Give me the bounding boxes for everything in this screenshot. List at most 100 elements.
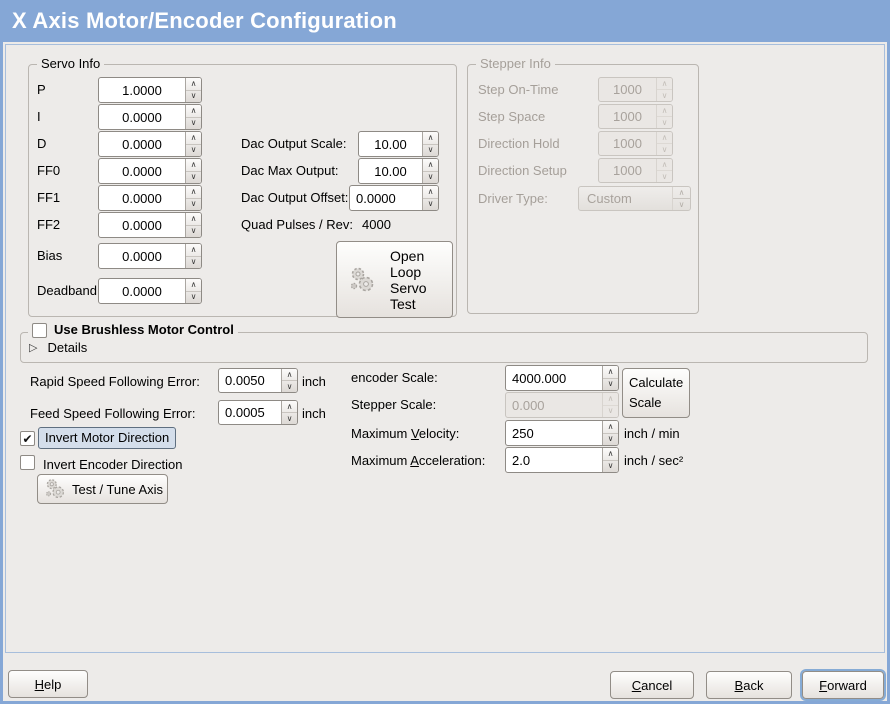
spin-arrows[interactable]: ∧∨	[602, 421, 618, 445]
spin-up-icon[interactable]: ∧	[186, 105, 201, 118]
d-spinbox[interactable]: 0.0000 ∧∨	[98, 131, 202, 157]
spin-up-icon[interactable]: ∧	[423, 186, 438, 199]
spin-down-icon[interactable]: ∨	[190, 292, 197, 302]
dac-output-scale-label: Dac Output Scale:	[241, 136, 347, 151]
invert-encoder-label[interactable]: Invert Encoder Direction	[43, 457, 183, 472]
label-text: Maximum	[351, 426, 411, 441]
ff2-spinbox[interactable]: 0.0000 ∧∨	[98, 212, 202, 238]
bias-spinbox[interactable]: 0.0000 ∧∨	[98, 243, 202, 269]
details-label: Details	[47, 340, 88, 355]
forward-button-label: Forward	[819, 678, 867, 693]
help-button[interactable]: Help	[8, 670, 88, 698]
spin-up-icon[interactable]: ∧	[282, 401, 297, 413]
dac-scale-spin-arrows[interactable]: ∧∨	[422, 132, 438, 156]
spin-down-icon[interactable]: ∨	[190, 145, 197, 155]
encoder-scale-spinbox[interactable]: 4000.000 ∧∨	[505, 365, 619, 391]
details-expander[interactable]: ▷ Details	[29, 340, 87, 355]
open-loop-servo-test-button[interactable]: Open Loop Servo Test	[336, 241, 453, 318]
ff1-spin-arrows[interactable]: ∧∨	[185, 186, 201, 210]
use-brushless-checkbox[interactable]	[32, 322, 47, 338]
maximum-velocity-spinbox[interactable]: 250 ∧∨	[505, 420, 619, 446]
ff2-spin-arrows[interactable]: ∧∨	[185, 213, 201, 237]
spin-arrows: ∧∨	[656, 78, 672, 101]
ff0-spin-arrows[interactable]: ∧∨	[185, 159, 201, 183]
back-button[interactable]: Back	[706, 671, 792, 699]
expander-arrow-icon[interactable]: ▷	[29, 342, 38, 354]
spin-up-icon[interactable]: ∧	[603, 421, 618, 434]
d-spin-arrows[interactable]: ∧∨	[185, 132, 201, 156]
ff0-spinbox[interactable]: 0.0000 ∧∨	[98, 158, 202, 184]
spin-down-icon[interactable]: ∨	[427, 199, 434, 209]
p-spinbox[interactable]: 1.0000 ∧∨	[98, 77, 202, 103]
spin-down-icon[interactable]: ∨	[607, 461, 614, 471]
stepper-scale-label: Stepper Scale:	[351, 397, 437, 412]
dac-output-offset-value: 0.0000	[356, 190, 396, 206]
encoder-scale-value: 4000.000	[512, 370, 567, 386]
dac-output-offset-spinbox[interactable]: 0.0000 ∧∨	[349, 185, 439, 211]
i-spinbox[interactable]: 0.0000 ∧∨	[98, 104, 202, 130]
spin-down-icon[interactable]: ∨	[286, 413, 293, 423]
spin-down-icon[interactable]: ∨	[427, 172, 434, 182]
step-on-time-value: 1000	[613, 82, 642, 97]
invert-motor-label[interactable]: Invert Motor Direction	[38, 427, 177, 449]
invert-motor-checkbox[interactable]: ✔	[20, 431, 35, 446]
direction-hold-value: 1000	[613, 136, 642, 151]
spin-down-icon[interactable]: ∨	[190, 257, 197, 267]
spin-down-icon: ∨	[661, 171, 668, 181]
dac-max-output-spinbox[interactable]: 10.00 ∧∨	[358, 158, 439, 184]
calculate-scale-button[interactable]: Calculate Scale	[622, 368, 690, 418]
spin-down-icon[interactable]: ∨	[190, 172, 197, 182]
spin-down-icon[interactable]: ∨	[607, 434, 614, 444]
servo-info-legend: Servo Info	[37, 56, 105, 72]
spin-down-icon[interactable]: ∨	[190, 199, 197, 209]
deadband-spin-arrows[interactable]: ∧∨	[185, 279, 201, 303]
spin-up-icon[interactable]: ∧	[186, 132, 201, 145]
spin-up-icon[interactable]: ∧	[423, 132, 438, 145]
spin-down-icon[interactable]: ∨	[190, 226, 197, 236]
spin-up-icon[interactable]: ∧	[186, 244, 201, 257]
spin-up-icon[interactable]: ∧	[282, 369, 297, 381]
p-spin-arrows[interactable]: ∧∨	[185, 78, 201, 102]
spin-down-icon[interactable]: ∨	[607, 379, 614, 389]
d-label: D	[37, 136, 47, 151]
spin-up-icon[interactable]: ∧	[186, 213, 201, 226]
ff2-value: 0.0000	[122, 217, 162, 233]
spin-up-icon[interactable]: ∧	[603, 366, 618, 379]
spin-arrows[interactable]: ∧∨	[281, 369, 297, 392]
spin-up-icon[interactable]: ∧	[603, 448, 618, 461]
spin-arrows[interactable]: ∧∨	[602, 448, 618, 472]
spin-up-icon[interactable]: ∧	[186, 159, 201, 172]
i-spin-arrows[interactable]: ∧∨	[185, 105, 201, 129]
spin-down-icon[interactable]: ∨	[190, 118, 197, 128]
spin-up-icon[interactable]: ∧	[423, 159, 438, 172]
spin-down-icon[interactable]: ∨	[427, 145, 434, 155]
maximum-acceleration-spinbox[interactable]: 2.0 ∧∨	[505, 447, 619, 473]
feed-following-error-label: Feed Speed Following Error:	[30, 406, 196, 421]
step-space-value: 1000	[613, 109, 642, 124]
spin-up-icon[interactable]: ∧	[186, 78, 201, 91]
feed-following-error-spinbox[interactable]: 0.0005 ∧∨	[218, 400, 298, 425]
spin-up-icon: ∧	[603, 393, 618, 406]
deadband-spinbox[interactable]: 0.0000 ∧∨	[98, 278, 202, 304]
spin-arrows[interactable]: ∧∨	[281, 401, 297, 424]
spin-up-icon[interactable]: ∧	[186, 279, 201, 292]
dac-output-scale-spinbox[interactable]: 10.00 ∧∨	[358, 131, 439, 157]
step-space-spinbox: 1000 ∧∨	[598, 104, 673, 129]
invert-encoder-checkbox[interactable]	[20, 455, 35, 470]
test-tune-axis-button[interactable]: Test / Tune Axis	[37, 474, 168, 504]
i-label: I	[37, 109, 41, 124]
bias-spin-arrows[interactable]: ∧∨	[185, 244, 201, 268]
forward-button[interactable]: Forward	[802, 671, 884, 699]
cancel-button[interactable]: Cancel	[610, 671, 694, 699]
maximum-velocity-value: 250	[512, 425, 534, 441]
spin-up-icon[interactable]: ∧	[186, 186, 201, 199]
dac-max-spin-arrows[interactable]: ∧∨	[422, 159, 438, 183]
stepper-info-frame: Stepper Info Step On-Time 1000 ∧∨ Step S…	[467, 56, 699, 314]
ff1-spinbox[interactable]: 0.0000 ∧∨	[98, 185, 202, 211]
spin-down-icon[interactable]: ∨	[286, 381, 293, 391]
spin-arrows[interactable]: ∧∨	[602, 366, 618, 390]
spin-down-icon[interactable]: ∨	[190, 91, 197, 101]
bias-value: 0.0000	[122, 248, 162, 264]
rapid-following-error-spinbox[interactable]: 0.0050 ∧∨	[218, 368, 298, 393]
dac-offset-spin-arrows[interactable]: ∧∨	[422, 186, 438, 210]
